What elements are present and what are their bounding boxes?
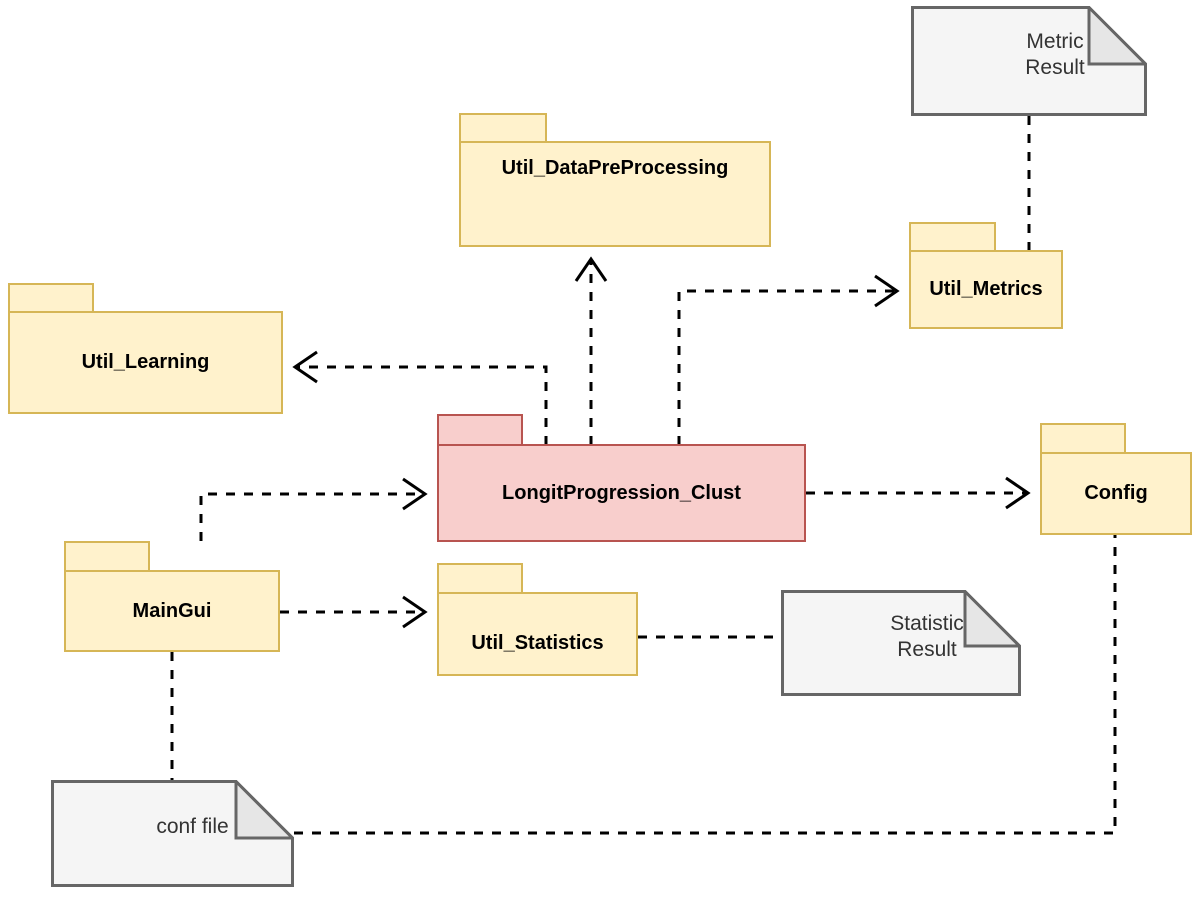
package-label-util_learning: Util_Learning xyxy=(81,351,210,373)
package-util_statistics[interactable]: Util_Statistics xyxy=(437,563,638,676)
package-body-config: Config xyxy=(1040,452,1192,535)
note-metric_result[interactable]: Metric Result xyxy=(911,6,1147,116)
package-body-mainGui: MainGui xyxy=(64,570,280,652)
package-tab-config xyxy=(1040,423,1126,454)
package-label-config: Config xyxy=(1084,482,1148,504)
note-label-conf_file: conf file xyxy=(156,815,229,839)
package-tab-util_metrics xyxy=(909,222,996,252)
package-tab-util_dataPreProcessing xyxy=(459,113,547,143)
package-longitProgression_clust[interactable]: LongitProgression_Clust xyxy=(437,414,806,542)
package-label-util_metrics: Util_Metrics xyxy=(929,278,1043,300)
package-tab-util_learning xyxy=(8,283,94,313)
package-util_dataPreProcessing[interactable]: Util_DataPreProcessing xyxy=(459,113,771,247)
package-tab-util_statistics xyxy=(437,563,523,594)
note-label-metric_result: Metric Result xyxy=(1025,29,1085,79)
package-label-util_statistics: Util_Statistics xyxy=(471,632,604,654)
package-util_metrics[interactable]: Util_Metrics xyxy=(909,222,1063,329)
note-shape-conf_file xyxy=(51,780,294,887)
package-tab-longitProgression_clust xyxy=(437,414,523,446)
edge-maingui-to-statistics xyxy=(280,595,428,629)
package-body-util_metrics: Util_Metrics xyxy=(909,250,1063,329)
edge-clust-to-config xyxy=(806,476,1031,510)
note-conf_file[interactable]: conf file xyxy=(51,780,294,887)
note-shape-statistic_result xyxy=(781,590,1021,696)
package-config[interactable]: Config xyxy=(1040,423,1192,535)
note-statistic_result[interactable]: Statistic Result xyxy=(781,590,1021,696)
note-shape-metric_result xyxy=(911,6,1147,116)
edge-maingui-to-clust xyxy=(199,477,428,541)
package-util_learning[interactable]: Util_Learning xyxy=(8,283,283,414)
note-label-statistic_result: Statistic Result xyxy=(890,611,964,661)
package-body-util_statistics: Util_Statistics xyxy=(437,592,638,676)
package-label-mainGui: MainGui xyxy=(132,599,212,622)
package-label-longitProgression_clust: LongitProgression_Clust xyxy=(502,481,741,504)
package-body-longitProgression_clust: LongitProgression_Clust xyxy=(437,444,806,542)
package-body-util_dataPreProcessing: Util_DataPreProcessing xyxy=(459,141,771,247)
package-mainGui[interactable]: MainGui xyxy=(64,541,280,652)
package-label-util_dataPreProcessing: Util_DataPreProcessing xyxy=(501,157,729,179)
package-body-util_learning: Util_Learning xyxy=(8,311,283,414)
package-tab-mainGui xyxy=(64,541,150,572)
